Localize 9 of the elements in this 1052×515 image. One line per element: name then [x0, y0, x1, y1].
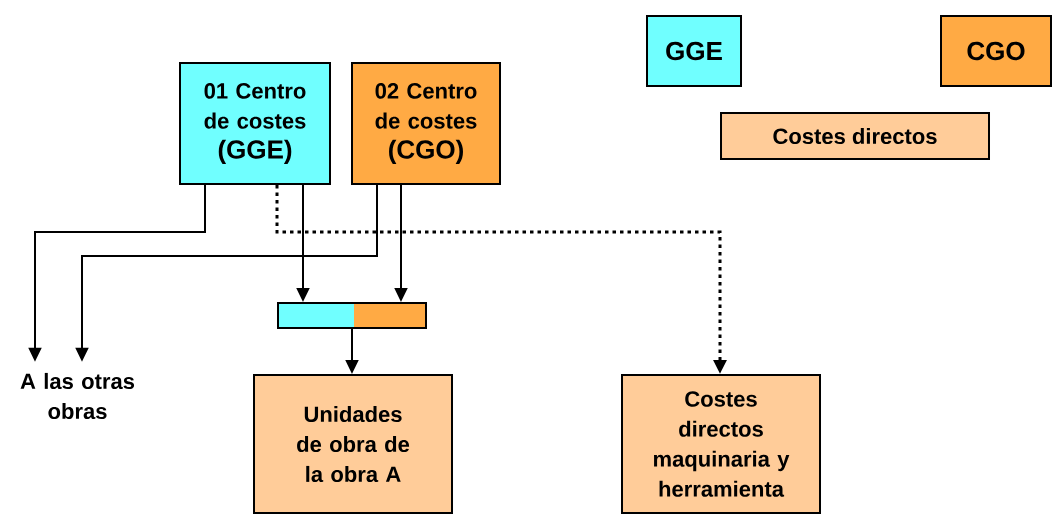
destination-text: A las otras obras: [20, 372, 135, 420]
direct-costs-box: Costes directos maquinaria y herramienta: [621, 374, 821, 514]
legend-text: CGO: [967, 41, 1025, 61]
split-bar: [277, 302, 427, 329]
cost-center-box: 01 Centro de costes (GGE): [179, 62, 331, 185]
work-units-box: Unidades de obra de la obra A: [253, 374, 453, 514]
cost-center-box: 02 Centro de costes (CGO): [351, 62, 501, 185]
legend-text: Costes directos: [773, 127, 937, 145]
legend-text: GGE: [666, 41, 722, 61]
